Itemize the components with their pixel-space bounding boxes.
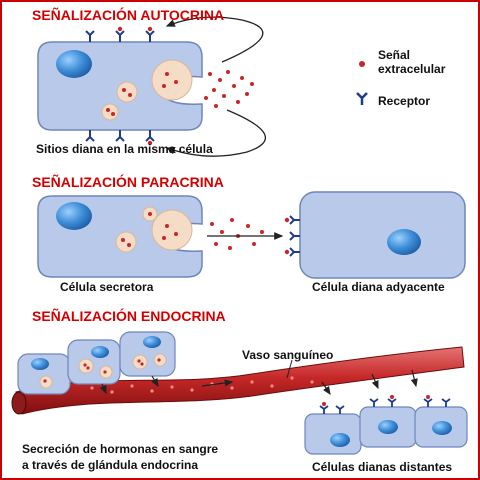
blood-vessel	[15, 346, 465, 415]
autocrine-arrow-top	[165, 16, 264, 63]
signal-legend-label-line2: extracelular	[378, 62, 446, 76]
autocrine-vesicle	[101, 103, 119, 121]
paracrine-target-receptors	[289, 215, 300, 257]
autocrine-vesicle	[116, 81, 138, 103]
paracrine-target-nucleus	[387, 229, 421, 255]
autocrine-title: SEÑALIZACIÓN AUTOCRINA	[32, 7, 225, 23]
secretion-label-line2: a través de glándula endocrina	[22, 458, 199, 472]
distant-receptors	[319, 398, 451, 414]
autocrine-vesicle	[151, 59, 193, 101]
target-cell-label: Célula diana adyacente	[312, 280, 445, 294]
receptor-legend-icon	[356, 92, 368, 105]
secretory-cell-label: Célula secretora	[60, 280, 154, 294]
paracrine-target-cell	[299, 191, 466, 279]
paracrine-vesicle	[151, 209, 193, 251]
secretion-label-line1: Secreción de hormonas en sangre	[22, 442, 219, 456]
autocrine-bound-signals	[117, 26, 153, 146]
autocrine-vesicle-signals	[106, 72, 178, 116]
blood-vessel-opening	[11, 391, 27, 415]
vessel-label-pointer	[286, 359, 293, 379]
signal-legend-label: Señal	[378, 48, 411, 62]
signal-legend-icon	[359, 61, 365, 67]
endocrine-secretion-arrows	[99, 369, 418, 395]
blood-vessel-hormones	[90, 376, 314, 394]
vessel-label: Vaso sanguíneo	[242, 348, 334, 362]
distant-target-cells	[304, 406, 468, 455]
paracrine-vesicle	[115, 231, 137, 253]
autocrine-cell	[37, 41, 203, 131]
receptor-legend-label: Receptor	[378, 94, 431, 108]
autocrine-signal-dots	[204, 70, 254, 108]
endocrine-gland-cells	[17, 331, 176, 395]
autocrine-nucleus	[56, 50, 92, 78]
paracrine-title: SEÑALIZACIÓN PARACRINA	[32, 174, 224, 190]
paracrine-signal-dots	[210, 218, 264, 250]
autocrine-receptors	[85, 30, 155, 142]
paracrine-secretory-nucleus	[56, 202, 92, 230]
distant-cells-label: Células dianas distantes	[312, 460, 453, 474]
endocrine-title: SEÑALIZACIÓN ENDOCRINA	[32, 308, 226, 324]
autocrine-arrow-bottom	[165, 109, 267, 157]
autocrine-caption: Sitios diana en la misma célula	[36, 142, 213, 156]
paracrine-secretory-cell	[37, 195, 203, 278]
